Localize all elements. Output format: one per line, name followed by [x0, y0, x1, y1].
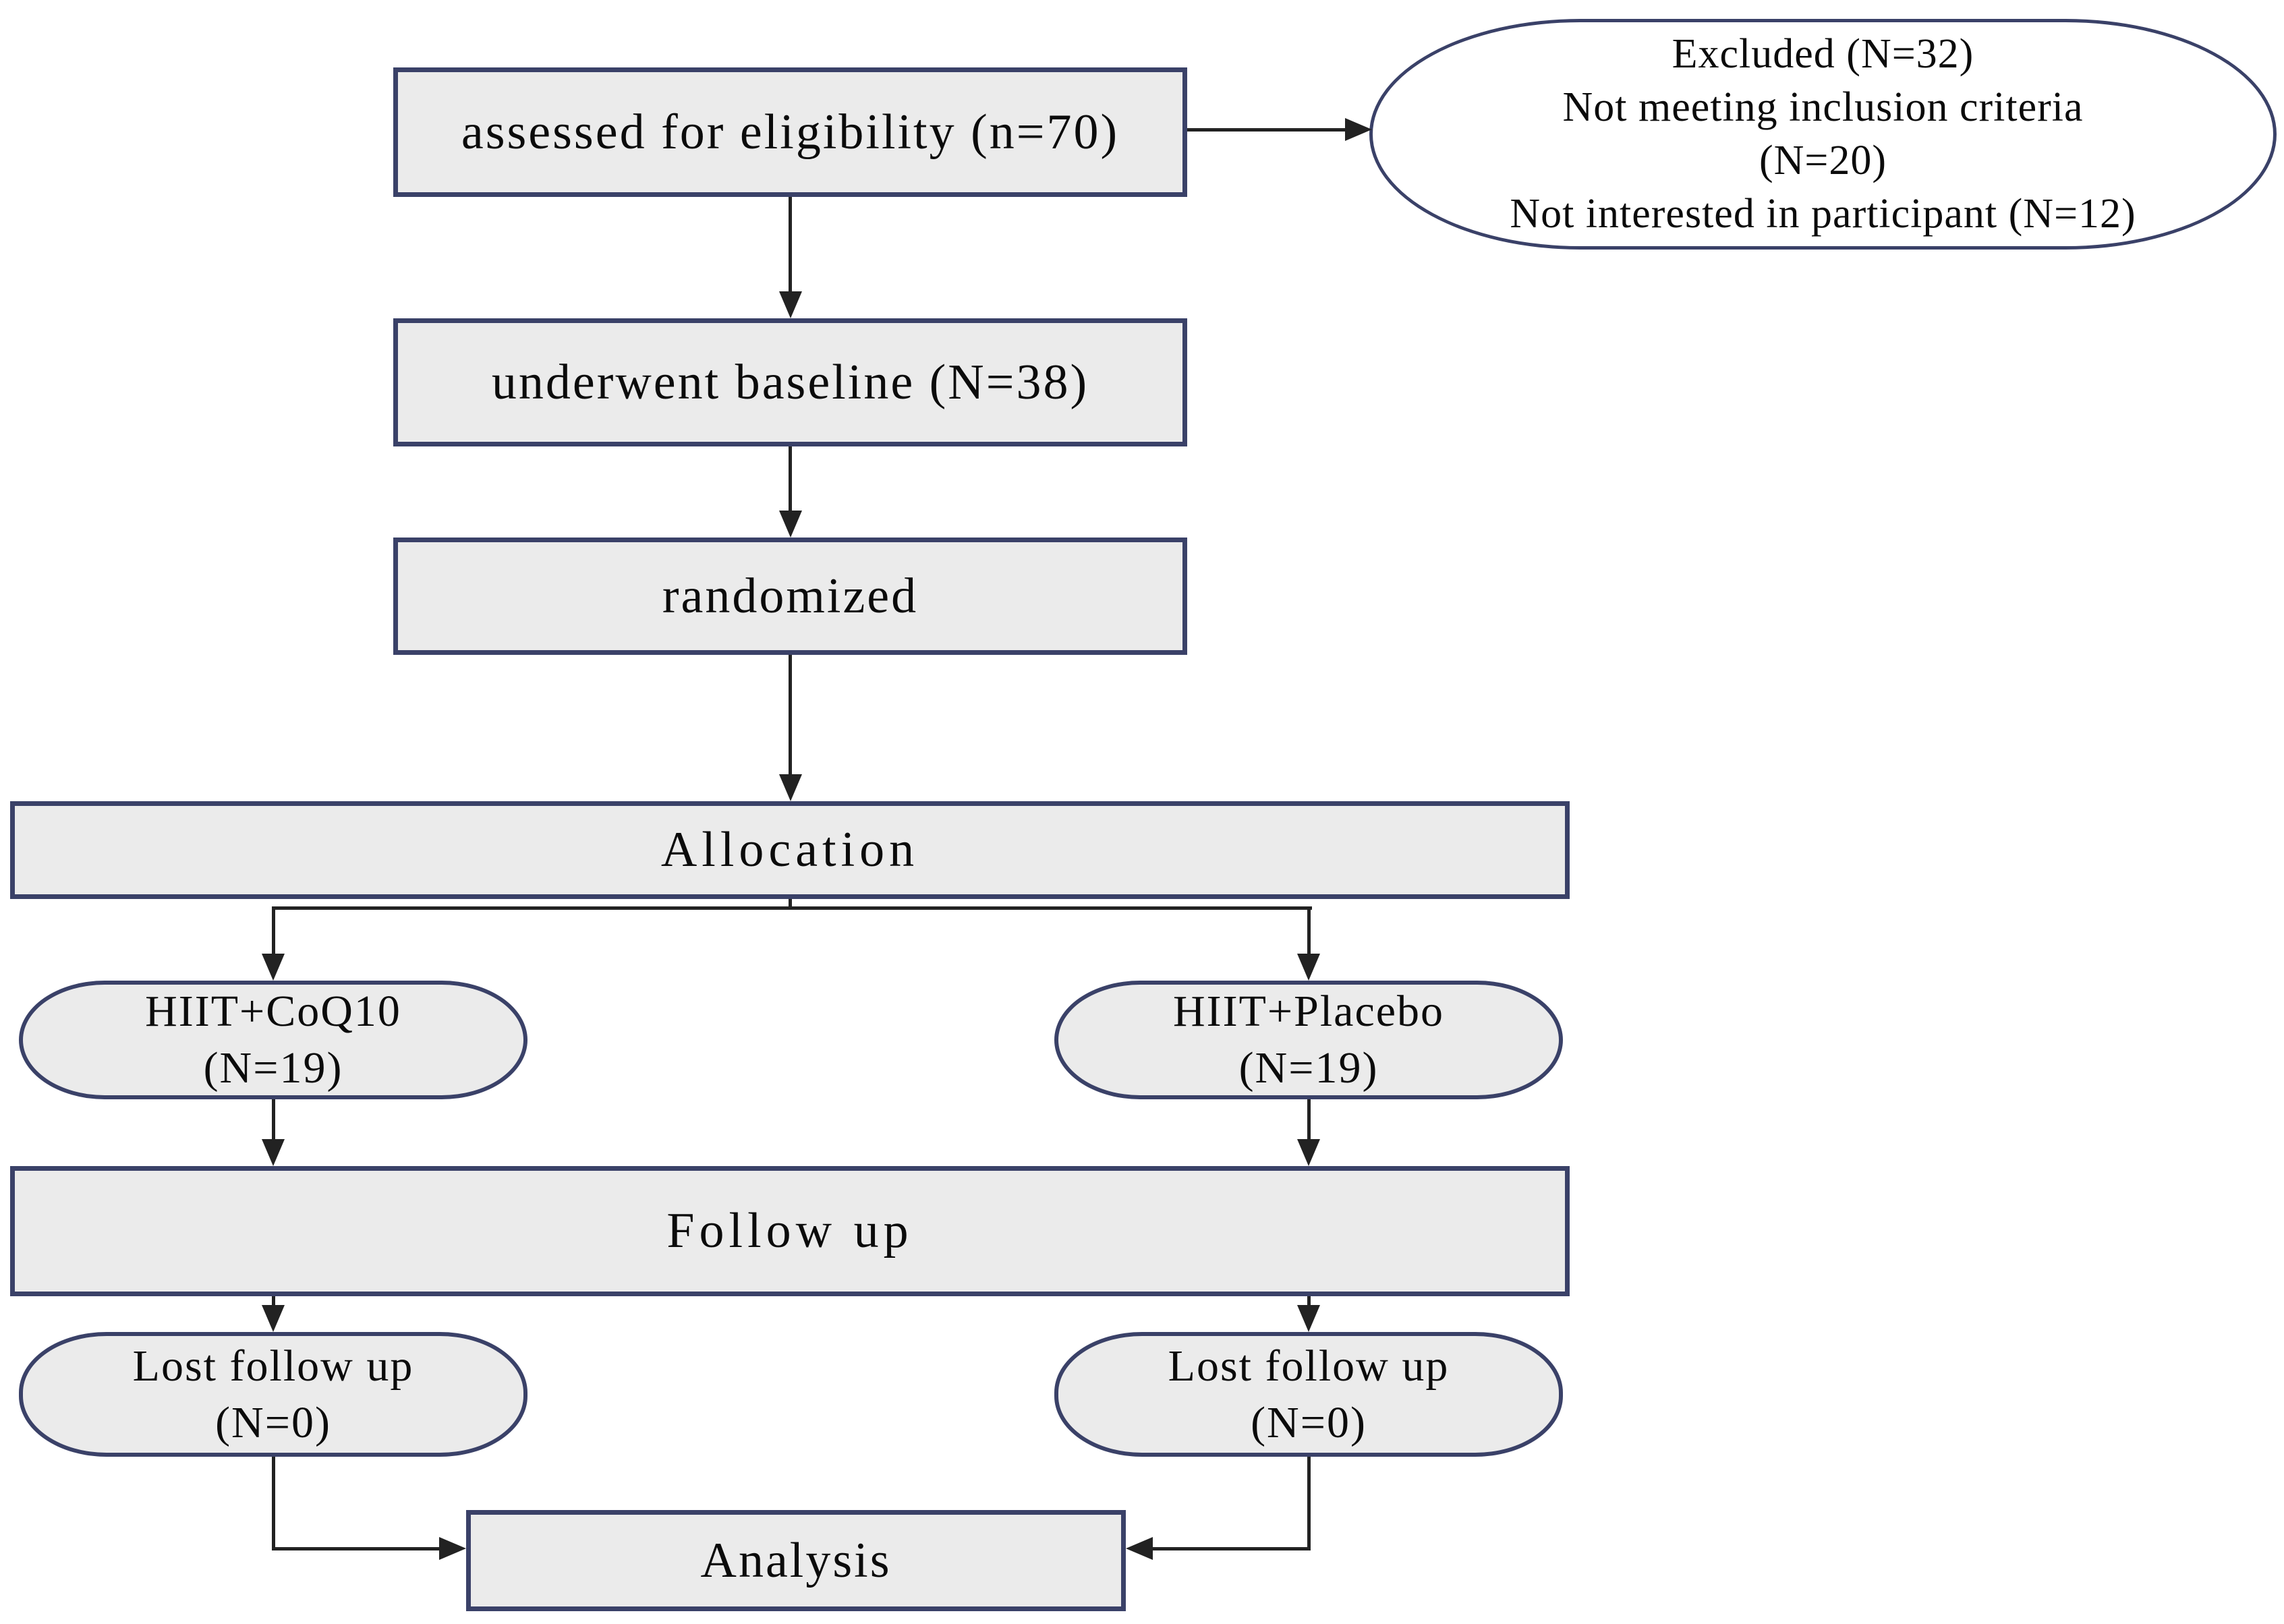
arrow-assessed-to-baseline-line: [789, 197, 792, 293]
underwent-baseline-label: underwent baseline (N=38): [491, 354, 1089, 410]
allocation-bar: Allocation: [10, 801, 1570, 899]
analysis-label: Analysis: [700, 1532, 892, 1588]
arrow-lost-right-to-analysis-vline: [1307, 1457, 1311, 1550]
arrow-placebo-to-followup-line: [1307, 1099, 1311, 1140]
arrow-coq10-to-followup-head-icon: [262, 1139, 285, 1166]
lost-follow-up-left-count: (N=0): [215, 1397, 331, 1447]
allocation-branch-elbow-line: [272, 906, 1312, 910]
arrow-lost-left-to-analysis-vline: [272, 1457, 275, 1550]
lost-follow-up-right-label: Lost follow up: [1168, 1341, 1450, 1391]
arrow-coq10-to-followup-line: [272, 1099, 275, 1140]
excluded-line-1: Excluded (N=32): [1672, 31, 1974, 77]
follow-up-label: Follow up: [666, 1203, 913, 1258]
hiit-placebo-label: HIIT+Placebo: [1172, 987, 1445, 1036]
lost-follow-up-left-capsule: Lost follow up (N=0): [19, 1332, 527, 1457]
arrow-assessed-to-excluded-head-icon: [1345, 118, 1372, 141]
arrow-allocation-to-coq10-head-icon: [262, 954, 285, 981]
excluded-line-2: Not meeting inclusion criteria: [1562, 84, 2084, 130]
assessed-eligibility-box: assessed for eligibility (n=70): [393, 67, 1187, 197]
excluded-line-4: Not interested in participant (N=12): [1510, 191, 2136, 237]
hiit-placebo-capsule: HIIT+Placebo (N=19): [1054, 981, 1563, 1099]
excluded-line-3: (N=20): [1759, 138, 1887, 183]
underwent-baseline-box: underwent baseline (N=38): [393, 318, 1187, 446]
follow-up-bar: Follow up: [10, 1166, 1570, 1296]
hiit-placebo-count: (N=19): [1238, 1043, 1379, 1093]
arrow-lost-right-to-analysis-head-icon: [1126, 1537, 1153, 1560]
arrow-baseline-to-randomized-head-icon: [779, 511, 802, 538]
arrow-followup-to-lost-left-head-icon: [262, 1305, 285, 1332]
arrow-assessed-to-baseline-head-icon: [779, 291, 802, 318]
arrow-followup-to-lost-right-line: [1307, 1296, 1311, 1306]
randomized-box: randomized: [393, 538, 1187, 655]
arrow-assessed-to-excluded-line: [1187, 128, 1345, 132]
arrow-lost-left-to-analysis-head-icon: [439, 1537, 466, 1560]
analysis-box: Analysis: [466, 1510, 1126, 1611]
lost-follow-up-left-label: Lost follow up: [132, 1341, 414, 1391]
arrow-placebo-to-followup-head-icon: [1297, 1139, 1320, 1166]
arrow-allocation-to-placebo-head-icon: [1297, 954, 1320, 981]
excluded-ellipse: Excluded (N=32) Not meeting inclusion cr…: [1369, 19, 2277, 250]
arrow-allocation-to-coq10-line: [272, 908, 275, 955]
arrow-lost-right-to-analysis-hline: [1153, 1547, 1311, 1550]
randomized-label: randomized: [662, 568, 919, 624]
assessed-eligibility-label: assessed for eligibility (n=70): [461, 104, 1120, 160]
arrow-randomized-to-allocation-line: [789, 655, 792, 776]
arrow-followup-to-lost-right-head-icon: [1297, 1305, 1320, 1332]
hiit-coq10-count: (N=19): [203, 1043, 343, 1093]
allocation-branch-stub-line: [789, 899, 792, 910]
arrow-followup-to-lost-left-line: [272, 1296, 275, 1306]
arrow-baseline-to-randomized-line: [789, 446, 792, 512]
arrow-lost-left-to-analysis-hline: [272, 1547, 442, 1550]
lost-follow-up-right-count: (N=0): [1251, 1397, 1367, 1447]
lost-follow-up-right-capsule: Lost follow up (N=0): [1054, 1332, 1563, 1457]
allocation-label: Allocation: [660, 822, 919, 877]
arrow-allocation-to-placebo-line: [1307, 908, 1311, 955]
hiit-coq10-label: HIIT+CoQ10: [145, 987, 401, 1036]
arrow-randomized-to-allocation-head-icon: [779, 774, 802, 801]
hiit-coq10-capsule: HIIT+CoQ10 (N=19): [19, 981, 527, 1099]
